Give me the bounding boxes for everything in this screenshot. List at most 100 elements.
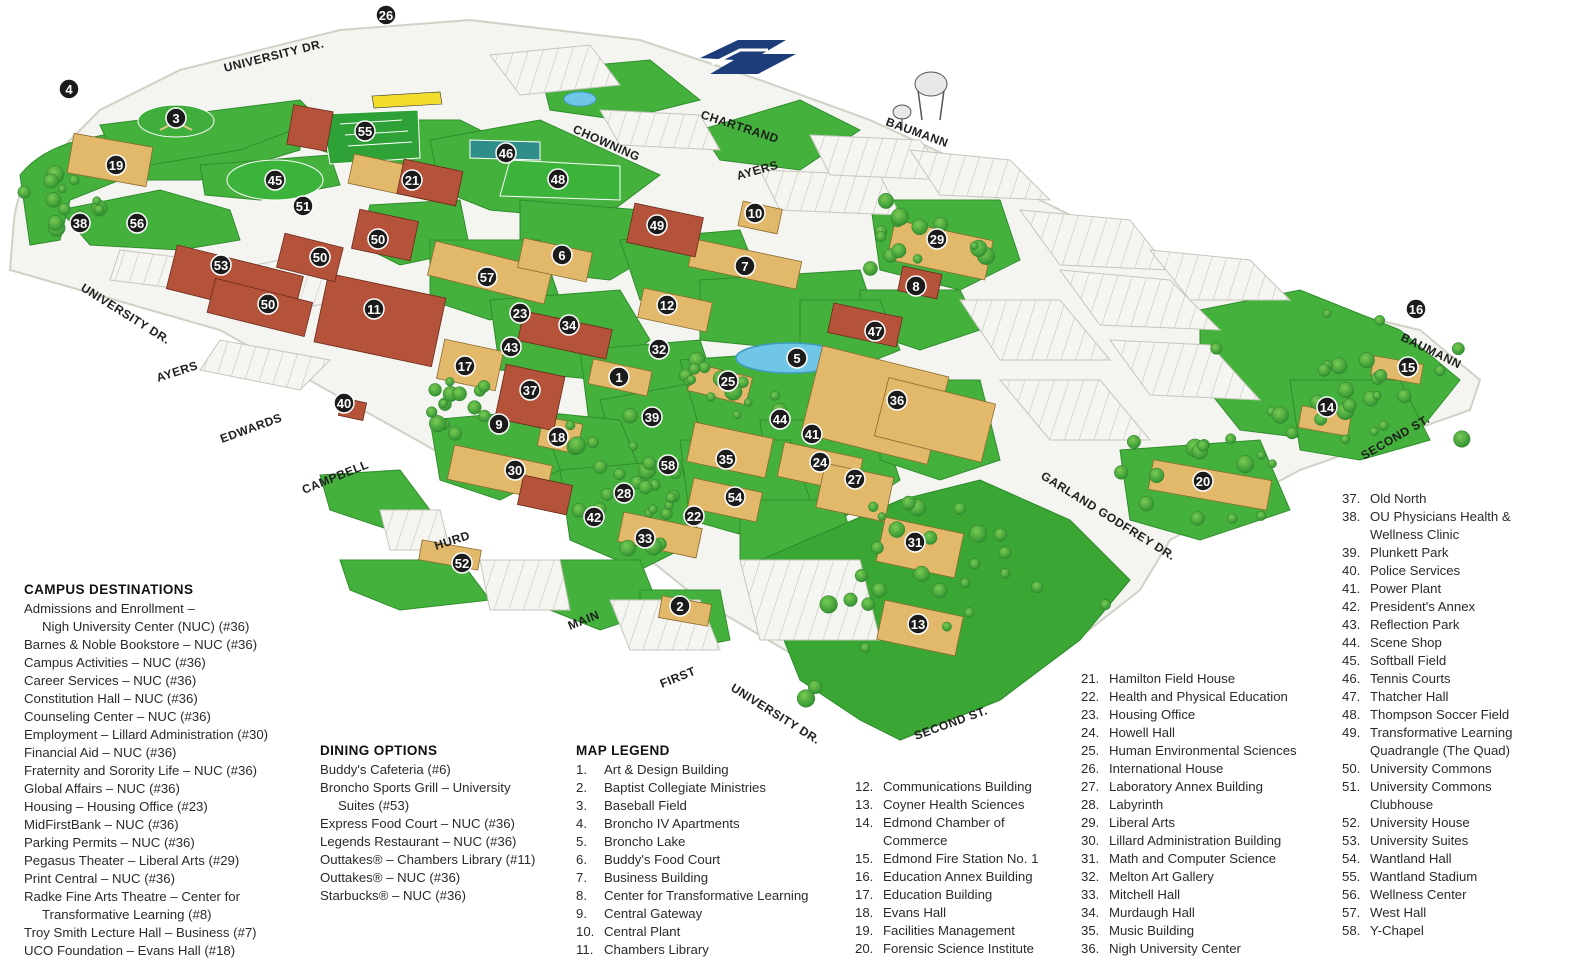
marker-50[interactable]: 50 <box>367 228 389 250</box>
tree-icon <box>732 410 742 420</box>
marker-20[interactable]: 20 <box>1192 470 1214 492</box>
tree-icon <box>445 377 455 387</box>
marker-36[interactable]: 36 <box>886 389 908 411</box>
marker-33[interactable]: 33 <box>634 527 656 549</box>
tree-icon <box>913 565 930 583</box>
marker-35[interactable]: 35 <box>715 448 737 470</box>
marker-41[interactable]: 41 <box>801 423 823 445</box>
marker-16[interactable]: 16 <box>1405 298 1427 320</box>
marker-34[interactable]: 34 <box>558 314 580 336</box>
tree-icon <box>912 254 923 264</box>
marker-19[interactable]: 19 <box>105 154 127 176</box>
legend-item: 28.Labyrinth <box>1081 797 1164 812</box>
marker-46[interactable]: 46 <box>495 142 517 164</box>
tree-icon <box>999 568 1011 579</box>
marker-21[interactable]: 21 <box>401 169 423 191</box>
legend-item: 32.Melton Art Gallery <box>1081 869 1214 884</box>
marker-32[interactable]: 32 <box>648 338 670 360</box>
svg-text:37: 37 <box>523 383 537 398</box>
marker-58[interactable]: 58 <box>657 454 679 476</box>
legend-item: 15.Edmond Fire Station No. 1 <box>855 851 1039 866</box>
marker-7[interactable]: 7 <box>734 255 756 277</box>
marker-48[interactable]: 48 <box>547 168 569 190</box>
marker-44[interactable]: 44 <box>769 408 791 430</box>
marker-3[interactable]: 3 <box>165 107 187 129</box>
legend-item: 31.Math and Computer Science <box>1081 851 1277 866</box>
legend-item: 43.Reflection Park <box>1342 617 1460 632</box>
tree-icon <box>619 539 637 557</box>
marker-25[interactable]: 25 <box>717 370 739 392</box>
marker-57[interactable]: 57 <box>476 266 498 288</box>
marker-5[interactable]: 5 <box>786 347 808 369</box>
marker-29[interactable]: 29 <box>926 228 948 250</box>
tree-icon <box>861 597 875 611</box>
marker-40[interactable]: 40 <box>333 392 355 414</box>
tree-icon <box>628 441 638 451</box>
svg-text:40: 40 <box>337 396 351 411</box>
marker-38[interactable]: 38 <box>69 212 91 234</box>
marker-13[interactable]: 13 <box>907 613 929 635</box>
marker-9[interactable]: 9 <box>488 413 510 435</box>
marker-53[interactable]: 53 <box>210 254 232 276</box>
legend-item: 45.Softball Field <box>1342 653 1447 668</box>
campus-destination-item: Career Services – NUC (#36) <box>24 673 197 688</box>
marker-42[interactable]: 42 <box>583 506 605 528</box>
marker-52[interactable]: 52 <box>451 552 473 574</box>
tree-icon <box>1190 511 1205 526</box>
marker-14[interactable]: 14 <box>1316 396 1338 418</box>
marker-6[interactable]: 6 <box>551 244 573 266</box>
marker-12[interactable]: 12 <box>656 294 678 316</box>
marker-45[interactable]: 45 <box>264 169 286 191</box>
marker-28[interactable]: 28 <box>613 482 635 504</box>
tree-icon <box>1285 426 1299 440</box>
svg-text:28: 28 <box>617 486 631 501</box>
marker-56[interactable]: 56 <box>126 212 148 234</box>
marker-55[interactable]: 55 <box>354 120 376 142</box>
marker-22[interactable]: 22 <box>683 505 705 527</box>
marker-54[interactable]: 54 <box>724 486 746 508</box>
tree-icon <box>960 577 971 588</box>
svg-text:46: 46 <box>499 146 513 161</box>
marker-30[interactable]: 30 <box>504 459 526 481</box>
marker-49[interactable]: 49 <box>646 214 668 236</box>
svg-text:19: 19 <box>109 158 123 173</box>
tree-icon <box>843 592 858 607</box>
marker-4[interactable]: 4 <box>58 78 80 100</box>
marker-27[interactable]: 27 <box>844 468 866 490</box>
tree-icon <box>1330 357 1348 375</box>
campus-destination-item: Troy Smith Lecture Hall – Business (#7) <box>24 925 257 940</box>
marker-15[interactable]: 15 <box>1397 356 1419 378</box>
marker-1[interactable]: 1 <box>608 366 630 388</box>
tree-icon <box>942 621 952 632</box>
marker-50[interactable]: 50 <box>257 293 279 315</box>
marker-43[interactable]: 43 <box>500 336 522 358</box>
marker-11[interactable]: 11 <box>363 298 385 320</box>
marker-2[interactable]: 2 <box>669 595 691 617</box>
svg-text:11: 11 <box>367 302 381 317</box>
marker-26[interactable]: 26 <box>375 4 397 26</box>
marker-51[interactable]: 51 <box>292 195 314 217</box>
marker-47[interactable]: 47 <box>864 320 886 342</box>
marker-24[interactable]: 24 <box>809 451 831 473</box>
tree-icon <box>1374 315 1386 326</box>
marker-23[interactable]: 23 <box>509 302 531 324</box>
marker-8[interactable]: 8 <box>905 275 927 297</box>
svg-text:14: 14 <box>1320 400 1335 415</box>
marker-18[interactable]: 18 <box>547 426 569 448</box>
marker-10[interactable]: 10 <box>744 202 766 224</box>
svg-text:45: 45 <box>268 173 282 188</box>
marker-39[interactable]: 39 <box>641 406 663 428</box>
tree-icon <box>429 415 447 433</box>
tree-icon <box>622 408 638 424</box>
legend-item: 2.Baptist Collegiate Ministries <box>576 780 766 795</box>
legend-item: 40.Police Services <box>1342 563 1461 578</box>
tree-icon <box>1114 465 1129 480</box>
svg-text:32: 32 <box>652 342 666 357</box>
marker-31[interactable]: 31 <box>904 531 926 553</box>
svg-text:51: 51 <box>296 199 310 214</box>
marker-37[interactable]: 37 <box>519 379 541 401</box>
marker-50[interactable]: 50 <box>309 246 331 268</box>
marker-17[interactable]: 17 <box>454 355 476 377</box>
tree-icon <box>1451 342 1465 356</box>
